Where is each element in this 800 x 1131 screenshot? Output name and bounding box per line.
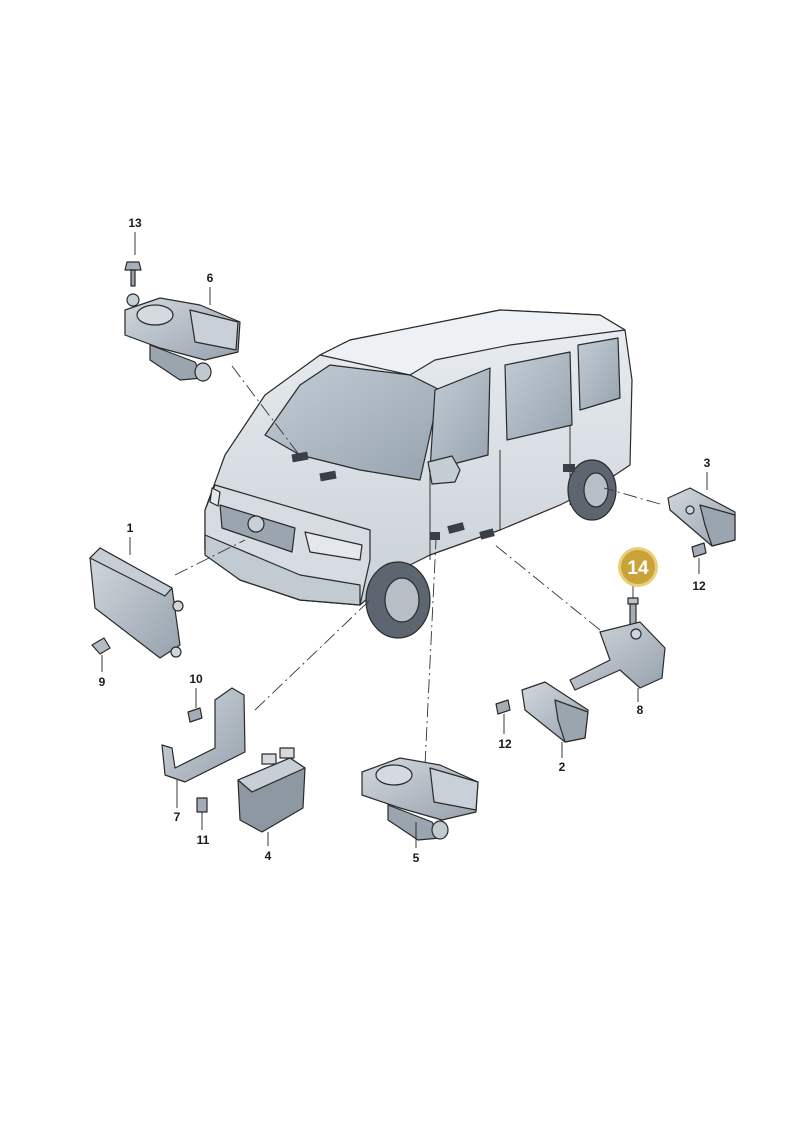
part-7-bracket xyxy=(161,687,246,783)
callout-3[interactable]: 3 xyxy=(704,456,711,470)
part-8-bracket xyxy=(569,621,666,691)
part-6-motor xyxy=(124,293,241,382)
callout-5[interactable]: 5 xyxy=(413,851,420,865)
part-10-screw xyxy=(187,707,203,723)
part-14-bolt xyxy=(627,597,639,627)
callout-12-lower[interactable]: 12 xyxy=(498,737,512,751)
callout-4[interactable]: 4 xyxy=(265,849,272,863)
callout-11[interactable]: 11 xyxy=(197,833,210,847)
part-12-bolt-right xyxy=(691,542,707,558)
callout-13[interactable]: 13 xyxy=(128,216,142,230)
part-3-sensor xyxy=(667,487,736,547)
callout-7[interactable]: 7 xyxy=(174,810,181,824)
callout-6[interactable]: 6 xyxy=(207,271,214,285)
callout-labels: 13 6 1 9 3 12 8 12 2 10 7 11 4 5 xyxy=(99,216,711,865)
callout-2[interactable]: 2 xyxy=(559,760,566,774)
part-5-motor xyxy=(361,757,479,841)
callout-12-right[interactable]: 12 xyxy=(692,579,706,593)
part-11-screw xyxy=(196,797,208,813)
callout-1[interactable]: 1 xyxy=(127,521,134,535)
part-12-bolt-lower xyxy=(495,699,511,715)
callout-8[interactable]: 8 xyxy=(637,703,644,717)
dash-dot-leaders xyxy=(174,365,661,766)
part-2-sensor xyxy=(521,681,589,743)
part-13-screw xyxy=(124,261,142,287)
part-4-control-unit xyxy=(237,747,306,833)
callout-14[interactable]: 14 xyxy=(627,558,649,579)
highlighted-callout-14[interactable]: 14 xyxy=(618,547,658,587)
part-9-clip xyxy=(91,637,111,655)
callout-10[interactable]: 10 xyxy=(189,672,203,686)
part-1-control-unit xyxy=(89,547,184,659)
callout-leaders xyxy=(101,232,708,848)
van-illustration xyxy=(204,309,633,639)
callout-9[interactable]: 9 xyxy=(99,675,106,689)
